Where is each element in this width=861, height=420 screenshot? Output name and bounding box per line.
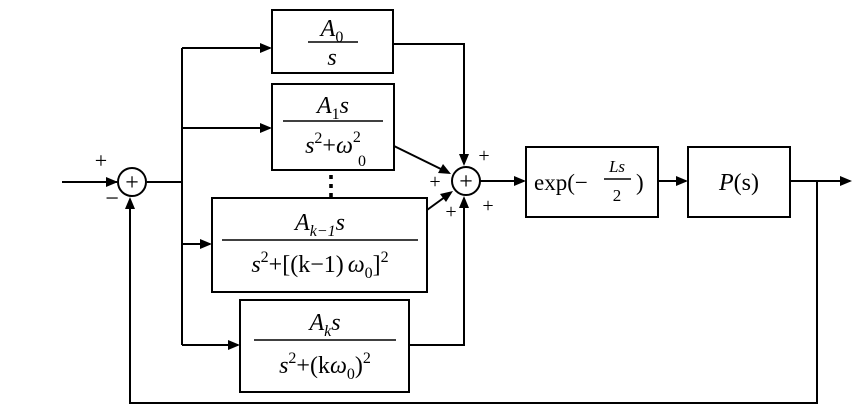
output-sum-bottom-left-sign: + — [445, 201, 456, 223]
block-exp-fraction-denominator: 2 — [613, 186, 622, 205]
block-plant: P(s) — [687, 146, 791, 218]
out-wire-k — [409, 200, 465, 346]
block-a1-denominator: s2+ω2 — [305, 129, 361, 159]
sum-to-exp-arrow — [514, 176, 526, 186]
output-sum-left-sign: + — [429, 171, 440, 193]
block-exp-fraction-numerator: Ls — [608, 157, 625, 176]
block-plant-frame — [687, 146, 791, 218]
ellipsis-dots: ⋮ — [318, 171, 344, 200]
output-sum-top-sign: + — [478, 145, 489, 167]
out-arrow-k1 — [440, 191, 453, 202]
block-exp-suffix: ) — [636, 170, 644, 195]
block-a0-denominator: s — [327, 45, 336, 71]
block-ak1-denominator: s2+[(k−1)ω0]2 — [251, 249, 388, 282]
output-sum-symbol: + — [459, 169, 473, 195]
block-ak-numerator: Aks — [307, 310, 340, 340]
block-a1-omega-subscript: 0 — [358, 153, 366, 170]
output-summing-junction: + — [451, 166, 481, 196]
branch-arrow-1 — [260, 123, 272, 133]
block-ak-denominator: s2+(kω0)2 — [279, 350, 371, 383]
out-wire-1 — [393, 145, 448, 173]
feedback-wire — [129, 181, 818, 404]
block-ak1-resonator: Ak−1s s2+[(k−1)ω0]2 — [211, 197, 428, 293]
block-a0-integrator: A0 s — [271, 9, 394, 74]
block-a1-numerator: A1s — [315, 93, 349, 123]
block-a1-resonator: A1s s2+ω2 0 — [271, 83, 395, 171]
block-exp-delay: exp(− Ls 2 ) — [525, 146, 659, 218]
block-plant-label: P(s) — [718, 170, 759, 196]
branch-arrow-k — [228, 340, 240, 350]
block-ak-frame — [239, 299, 410, 393]
input-sum-minus-sign: − — [105, 186, 119, 212]
branch-arrow-0 — [260, 43, 272, 53]
exp-to-plant-arrow — [676, 176, 688, 186]
output-sum-bottom-right-sign: + — [482, 195, 493, 217]
input-arrow — [106, 177, 118, 187]
feedback-arrow — [125, 197, 135, 209]
branch-arrow-k1 — [200, 239, 212, 249]
out-wire-0 — [393, 43, 465, 162]
block-exp-frame — [525, 146, 659, 218]
block-ak-resonator: Aks s2+(kω0)2 — [239, 299, 410, 393]
input-summing-junction: + — [117, 167, 147, 197]
out-arrow-1 — [438, 164, 451, 174]
block-exp-prefix: exp(− — [534, 170, 588, 195]
output-sum-circle — [451, 166, 481, 196]
out-arrow-k — [459, 196, 469, 208]
input-sum-symbol: + — [125, 170, 139, 196]
output-arrow — [840, 176, 852, 186]
out-arrow-0 — [459, 154, 469, 166]
block-ak1-numerator: Ak−1s — [293, 210, 345, 240]
input-sum-circle — [117, 167, 147, 197]
block-a1-frame — [271, 83, 395, 171]
block-ak1-frame — [211, 197, 428, 293]
input-sum-plus-sign: + — [95, 148, 107, 173]
block-a0-numerator: A0 — [319, 16, 344, 46]
